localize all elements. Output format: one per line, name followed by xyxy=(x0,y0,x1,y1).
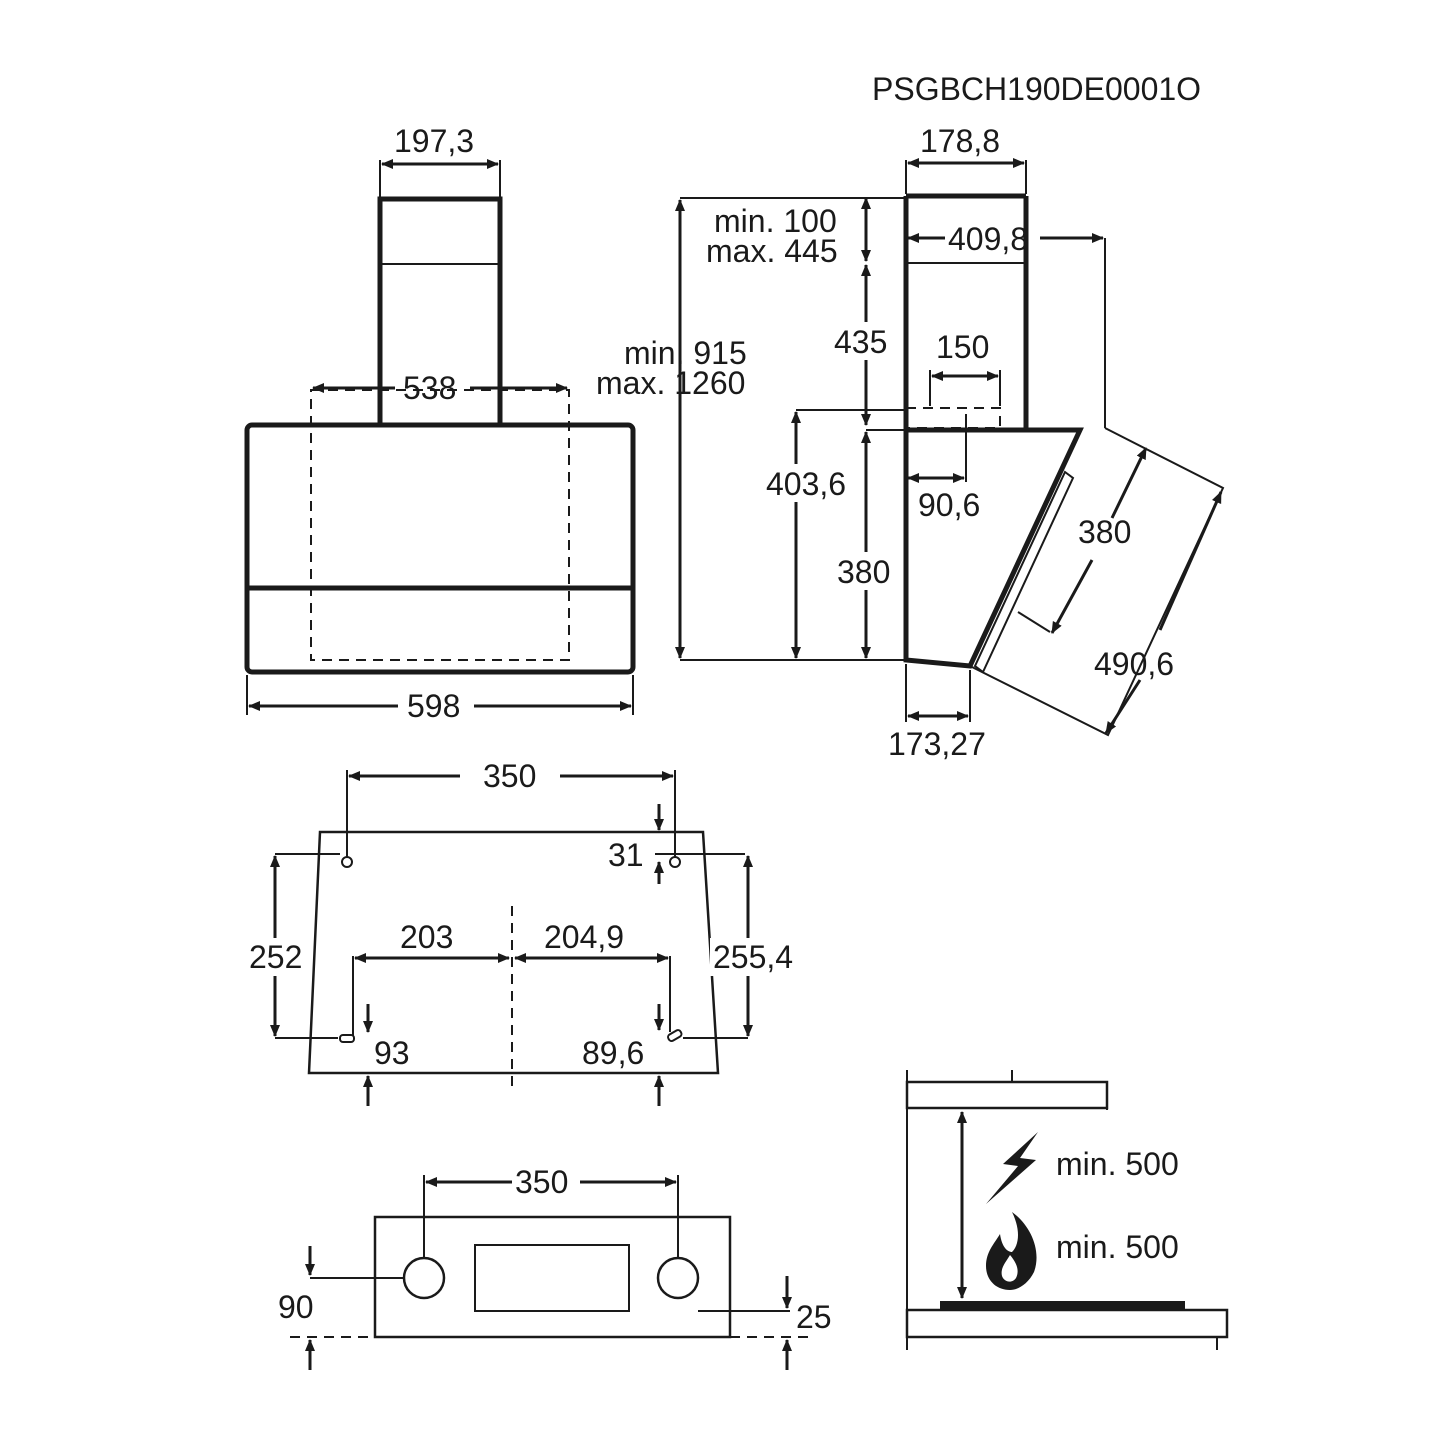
hob-surface xyxy=(940,1301,1185,1309)
dim-body-front: 380 xyxy=(837,554,890,590)
side-panel-swing xyxy=(969,427,1225,737)
dim-inner-width: 538 xyxy=(403,370,456,406)
lightning-icon xyxy=(986,1132,1038,1204)
outlet-right xyxy=(656,1256,700,1300)
dim-body-height: 403,6 xyxy=(766,466,846,502)
dim-left-offset: 90 xyxy=(278,1289,314,1325)
dim-left-bottom: 93 xyxy=(374,1035,410,1071)
dim-right-height: 255,4 xyxy=(713,939,793,975)
dim-bottom-depth: 173,27 xyxy=(888,726,986,762)
clearance-electric: min. 500 xyxy=(1056,1146,1179,1182)
dim-chimney-depth: 178,8 xyxy=(920,123,1000,159)
dim-adjust-min: min. 100 xyxy=(714,203,837,239)
outlet-left xyxy=(402,1256,446,1300)
dim-total-width: 598 xyxy=(407,688,460,724)
front-body xyxy=(244,422,636,675)
clearance-view: min. 500 min. 500 xyxy=(905,1070,1229,1350)
dim-depth-top: 409,8 xyxy=(948,221,1028,257)
side-panel-edge xyxy=(973,470,1075,674)
bracket-view: 350 31 252 255,4 203 204,9 93 89,6 xyxy=(246,758,806,1106)
hood-block xyxy=(905,1080,1109,1110)
flame-icon xyxy=(986,1212,1037,1290)
dim-right-offset: 25 xyxy=(796,1299,832,1335)
dim-panel-diag: 490,6 xyxy=(1094,646,1174,682)
dim-line-panel-length xyxy=(1050,559,1094,634)
slot-right xyxy=(667,1029,683,1042)
drawing-code: PSGBCH190DE0001O xyxy=(872,71,1201,107)
dim-left-height: 252 xyxy=(249,939,302,975)
front-inner-dashed xyxy=(310,389,570,661)
dim-outlet-offset: 90,6 xyxy=(918,487,980,523)
dim-left-center: 203 xyxy=(400,919,453,955)
dim-outlet-width: 150 xyxy=(936,329,989,365)
dim-panel-length: 380 xyxy=(1078,514,1131,550)
side-view: 178,8 min. 100 max. 445 409,8 min. 915 m… xyxy=(596,123,1225,762)
side-outlet-dashed xyxy=(905,407,1001,429)
dim-right-center: 204,9 xyxy=(544,919,624,955)
dim-height-min: min. 915 xyxy=(624,335,747,371)
dim-bracket-offset: 31 xyxy=(608,837,644,873)
bottom-panel xyxy=(474,1244,630,1312)
slot-left xyxy=(339,1034,355,1043)
hob-block xyxy=(905,1308,1229,1339)
dim-right-bottom: 89,6 xyxy=(582,1035,644,1071)
bracket-outline xyxy=(307,830,720,1075)
clearance-gas: min. 500 xyxy=(1056,1229,1179,1265)
dim-line-panel-diag xyxy=(1104,679,1142,734)
bottom-outline xyxy=(373,1215,732,1339)
bottom-view: 350 90 25 xyxy=(278,1164,832,1370)
dim-height-max: max. 1260 xyxy=(596,365,745,401)
dim-bracket-top: 350 xyxy=(483,758,536,794)
dim-chimney-width: 197,3 xyxy=(394,123,474,159)
dim-adjust-max: max. 445 xyxy=(706,233,838,269)
dim-hole-spacing: 350 xyxy=(515,1164,568,1200)
front-view: 197,3 538 598 xyxy=(244,123,636,724)
dim-chimney-lower: 435 xyxy=(834,324,887,360)
